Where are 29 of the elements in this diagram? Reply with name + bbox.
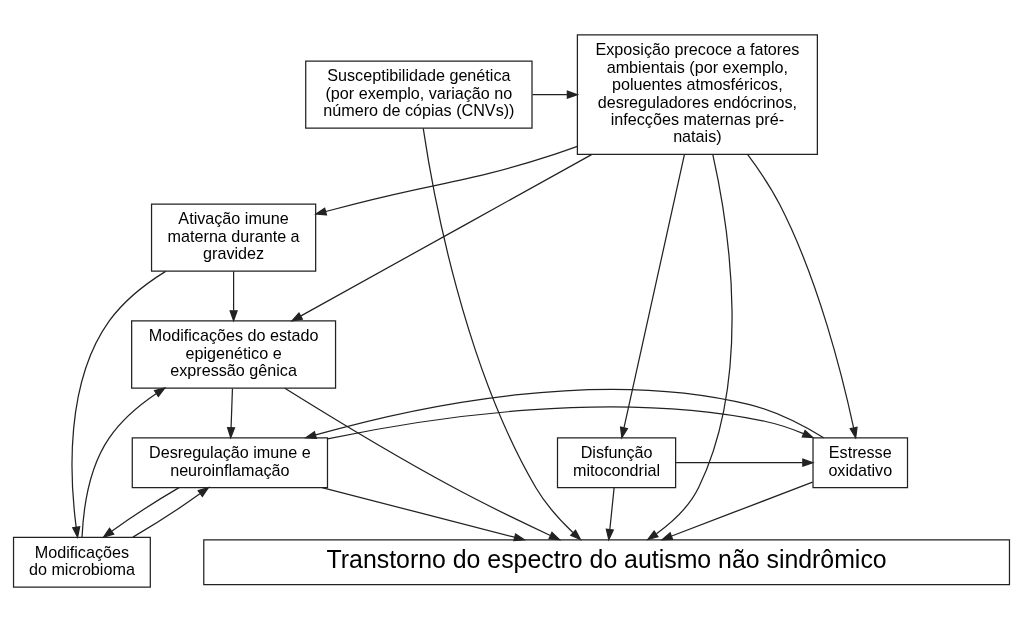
arrow [304,388,825,439]
node-box: Modificações do estado epigenético e expressão gênica [131,319,337,389]
arrow [747,153,858,439]
arrow [229,270,238,323]
arrow [81,386,167,538]
arrow [102,486,180,538]
arrow [326,405,815,439]
node-box: Modificações do microbioma [12,536,151,588]
arrow [71,270,167,539]
arrow [290,153,593,322]
arrow [284,387,562,540]
arrow [132,486,210,538]
arrow [646,153,733,541]
arrow [605,486,615,541]
node-box: Exposição precoce a fatores ambientais (por exemplo, poluentes atmosféricos, desreguladores endócrinos, infecções maternas pré-natais) [576,33,818,155]
arrow [226,387,236,440]
arrow [675,457,815,467]
node-box: Estresse oxidativo [812,436,909,488]
arrow [314,145,578,216]
node-box: Transtorno do espectro do autismo não sindrômico [203,538,1011,585]
node-box: Ativação imune materna durante a gravidez [150,202,317,272]
arrow [660,481,814,540]
arrow [321,486,527,541]
arrow [619,153,685,439]
node-box: Desregulação imune e neuroinflamação [131,436,329,488]
arrow [531,89,580,99]
node-box: Disfunção mitocondrial [556,436,677,488]
arrow [422,127,582,541]
node-box: Susceptibilidade genética (por exemplo, variação no número de cópias (CNVs)) [305,59,533,129]
